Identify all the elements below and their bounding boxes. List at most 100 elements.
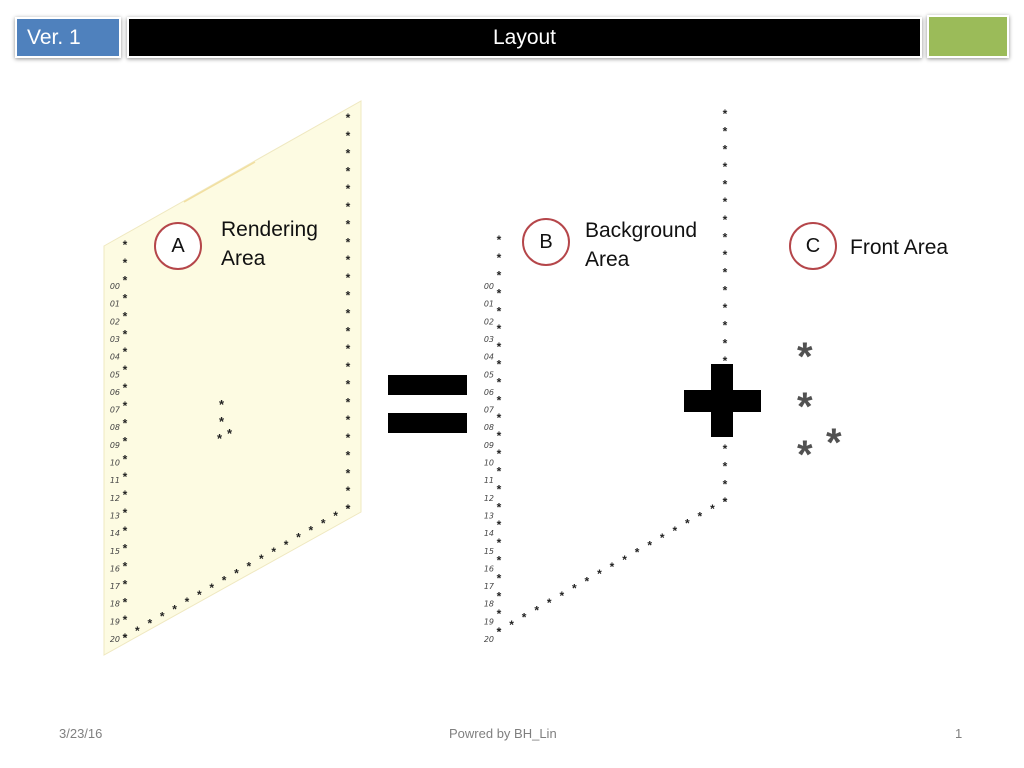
border-asterisk: *	[123, 613, 128, 627]
border-asterisk: *	[723, 230, 728, 244]
border-asterisk: *	[497, 340, 502, 354]
border-asterisk: *	[723, 336, 728, 350]
svg-text:*: *	[826, 421, 842, 465]
footer-date: 3/23/16	[59, 726, 103, 741]
row-number: 08	[484, 423, 494, 432]
svg-text:*: *	[797, 335, 813, 379]
row-number: 19	[484, 617, 494, 626]
border-asterisk: *	[123, 256, 128, 270]
border-asterisk: *	[522, 611, 527, 625]
border-asterisk: *	[346, 484, 351, 498]
border-asterisk: *	[723, 213, 728, 227]
row-number: 17	[110, 582, 121, 591]
footer-page-number: 1	[955, 726, 963, 741]
row-number: 00	[110, 282, 120, 291]
row-number: 20	[110, 635, 120, 644]
label-background-area: Background Area	[585, 219, 698, 271]
background-area-border: ****************************************…	[497, 107, 728, 639]
border-asterisk: *	[123, 524, 128, 538]
border-asterisk: *	[723, 178, 728, 192]
border-asterisk: *	[559, 589, 564, 603]
border-asterisk: *	[123, 577, 128, 591]
border-asterisk: *	[497, 572, 502, 586]
border-asterisk: *	[123, 309, 128, 323]
border-asterisk: *	[197, 588, 202, 602]
border-asterisk: *	[123, 381, 128, 395]
border-asterisk: *	[497, 286, 502, 300]
row-number: 16	[484, 564, 494, 573]
row-number: 10	[484, 459, 494, 468]
svg-text:*: *	[217, 431, 223, 446]
border-asterisk: *	[346, 395, 351, 409]
row-number: 08	[110, 423, 120, 432]
border-asterisk: *	[497, 251, 502, 265]
row-number: 11	[110, 476, 120, 485]
version-badge: Ver. 1	[15, 17, 121, 58]
border-asterisk: *	[123, 488, 128, 502]
row-number: 01	[110, 300, 120, 309]
footer-credit: Powred by BH_Lin	[449, 726, 557, 741]
background-area-row-numbers: 0001020304050607080910111213141516171819…	[484, 282, 495, 644]
row-number: 05	[110, 370, 120, 379]
row-number: 03	[110, 335, 120, 344]
equals-operator	[388, 375, 467, 433]
row-number: 06	[484, 388, 494, 397]
page-title: Layout	[492, 26, 557, 49]
border-asterisk: *	[497, 233, 502, 247]
border-asterisk: *	[123, 363, 128, 377]
border-asterisk: *	[123, 274, 128, 288]
row-number: 00	[484, 282, 494, 291]
border-asterisk: *	[597, 567, 602, 581]
border-asterisk: *	[723, 495, 728, 509]
row-number: 13	[110, 511, 120, 520]
border-asterisk: *	[123, 595, 128, 609]
border-asterisk: *	[497, 518, 502, 532]
border-asterisk: *	[497, 500, 502, 514]
border-asterisk: *	[497, 625, 502, 639]
border-asterisk: *	[723, 107, 728, 121]
border-asterisk: *	[346, 360, 351, 374]
border-asterisk: *	[710, 502, 715, 516]
border-asterisk: *	[497, 607, 502, 621]
row-number: 09	[484, 441, 494, 450]
row-number: 11	[484, 476, 494, 485]
label-rendering-area: Rendering Area	[221, 218, 318, 270]
border-asterisk: *	[123, 560, 128, 574]
border-asterisk: *	[723, 319, 728, 333]
border-asterisk: *	[497, 429, 502, 443]
border-asterisk: *	[123, 345, 128, 359]
border-asterisk: *	[259, 552, 264, 566]
border-asterisk: *	[308, 524, 313, 538]
border-asterisk: *	[346, 342, 351, 356]
row-number: 06	[110, 388, 120, 397]
border-asterisk: *	[346, 502, 351, 516]
border-asterisk: *	[135, 624, 140, 638]
border-asterisk: *	[585, 574, 590, 588]
border-asterisk: *	[123, 435, 128, 449]
border-asterisk: *	[123, 292, 128, 306]
row-number: 19	[110, 617, 120, 626]
border-asterisk: *	[346, 324, 351, 338]
rendering-area-row-numbers: 0001020304050607080910111213141516171819…	[110, 282, 121, 644]
border-asterisk: *	[123, 327, 128, 341]
border-asterisk: *	[346, 413, 351, 427]
row-number: 13	[484, 511, 494, 520]
title-bar: Layout	[127, 17, 922, 58]
border-asterisk: *	[497, 465, 502, 479]
rendering-area-sprite: * * * *	[217, 397, 233, 446]
border-asterisk: *	[497, 482, 502, 496]
border-asterisk: *	[123, 417, 128, 431]
svg-text:*: *	[797, 433, 813, 477]
border-asterisk: *	[497, 376, 502, 390]
row-number: 18	[484, 600, 494, 609]
border-asterisk: *	[160, 610, 165, 624]
border-asterisk: *	[234, 567, 239, 581]
label-circle-a: A	[154, 222, 202, 270]
row-number: 02	[484, 317, 494, 326]
border-asterisk: *	[497, 411, 502, 425]
border-asterisk: *	[346, 182, 351, 196]
accent-block	[927, 15, 1009, 58]
row-number: 18	[110, 600, 120, 609]
border-asterisk: *	[123, 238, 128, 252]
